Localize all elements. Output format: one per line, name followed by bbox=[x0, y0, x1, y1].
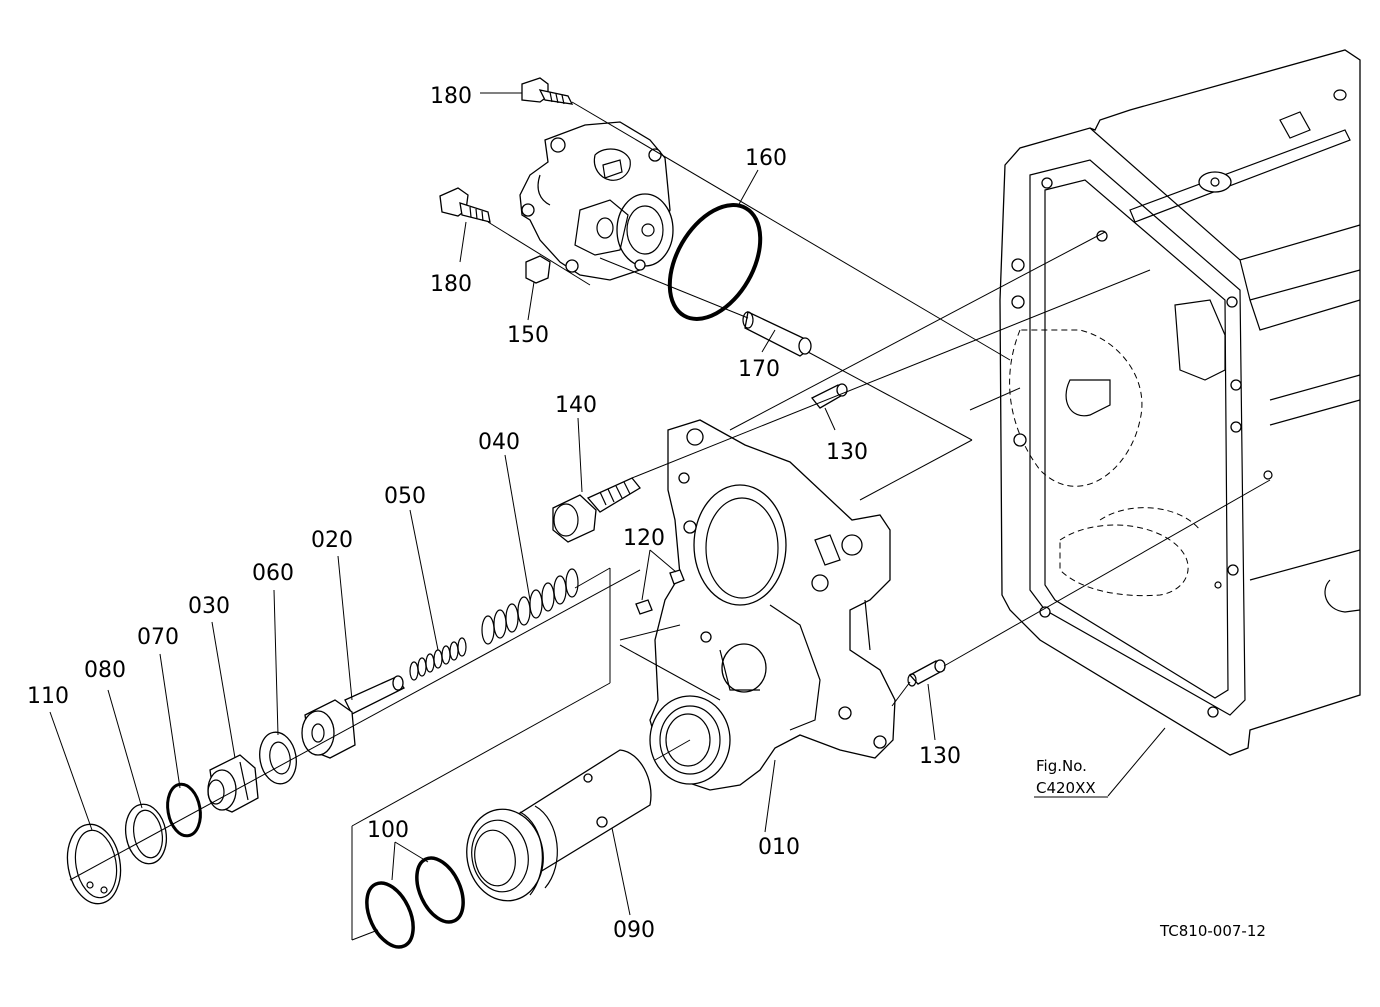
washer-060 bbox=[259, 731, 297, 785]
spring-050 bbox=[409, 637, 467, 681]
snap-ring-080 bbox=[124, 803, 168, 865]
spring-040 bbox=[481, 568, 579, 645]
label-060: 060 bbox=[252, 561, 294, 586]
pin-130-upper bbox=[810, 383, 848, 409]
valve-body-010 bbox=[649, 419, 896, 791]
label-040: 040 bbox=[478, 430, 520, 455]
pin-170 bbox=[742, 311, 812, 357]
label-070: 070 bbox=[137, 625, 179, 650]
fig-no-label: Fig.No. bbox=[1036, 757, 1087, 775]
label-110: 110 bbox=[27, 684, 69, 709]
pin-130-lower bbox=[907, 659, 946, 687]
spool-020 bbox=[301, 675, 405, 759]
label-140: 140 bbox=[555, 393, 597, 418]
label-050: 050 bbox=[384, 484, 426, 509]
part-labels: 180 160 180 150 170 140 130 040 050 020 … bbox=[27, 84, 961, 943]
label-130-lower: 130 bbox=[919, 744, 961, 769]
bolt-180-upper bbox=[521, 77, 574, 105]
sleeve-090 bbox=[466, 749, 652, 902]
label-120: 120 bbox=[623, 526, 665, 551]
label-010: 010 bbox=[758, 835, 800, 860]
top-cover-assembly bbox=[519, 121, 674, 281]
figure-reference: Fig.No. C420XX TC810-007-12 bbox=[1034, 757, 1266, 940]
transmission-housing bbox=[999, 49, 1361, 756]
o-ring-100-b bbox=[415, 856, 465, 924]
label-030: 030 bbox=[188, 594, 230, 619]
label-080: 080 bbox=[84, 658, 126, 683]
label-020: 020 bbox=[311, 528, 353, 553]
bolt-180-lower bbox=[439, 187, 491, 223]
label-160: 160 bbox=[745, 146, 787, 171]
drawing-code: TC810-007-12 bbox=[1159, 922, 1266, 940]
label-150: 150 bbox=[507, 323, 549, 348]
label-180-lower: 180 bbox=[430, 272, 472, 297]
label-130-upper: 130 bbox=[826, 440, 868, 465]
label-100: 100 bbox=[367, 818, 409, 843]
o-ring-160 bbox=[667, 203, 763, 321]
circlip-110 bbox=[66, 823, 122, 905]
plug-bolt-140 bbox=[552, 477, 641, 543]
assembly-lines bbox=[69, 92, 1271, 941]
fig-no-value: C420XX bbox=[1036, 779, 1096, 797]
leader-lines bbox=[49, 169, 1166, 916]
o-ring-100-a bbox=[365, 881, 415, 949]
label-090: 090 bbox=[613, 918, 655, 943]
screws-120 bbox=[635, 569, 685, 615]
plug-150 bbox=[525, 255, 551, 284]
label-180-upper: 180 bbox=[430, 84, 472, 109]
piston-030 bbox=[207, 754, 259, 813]
label-170: 170 bbox=[738, 357, 780, 382]
